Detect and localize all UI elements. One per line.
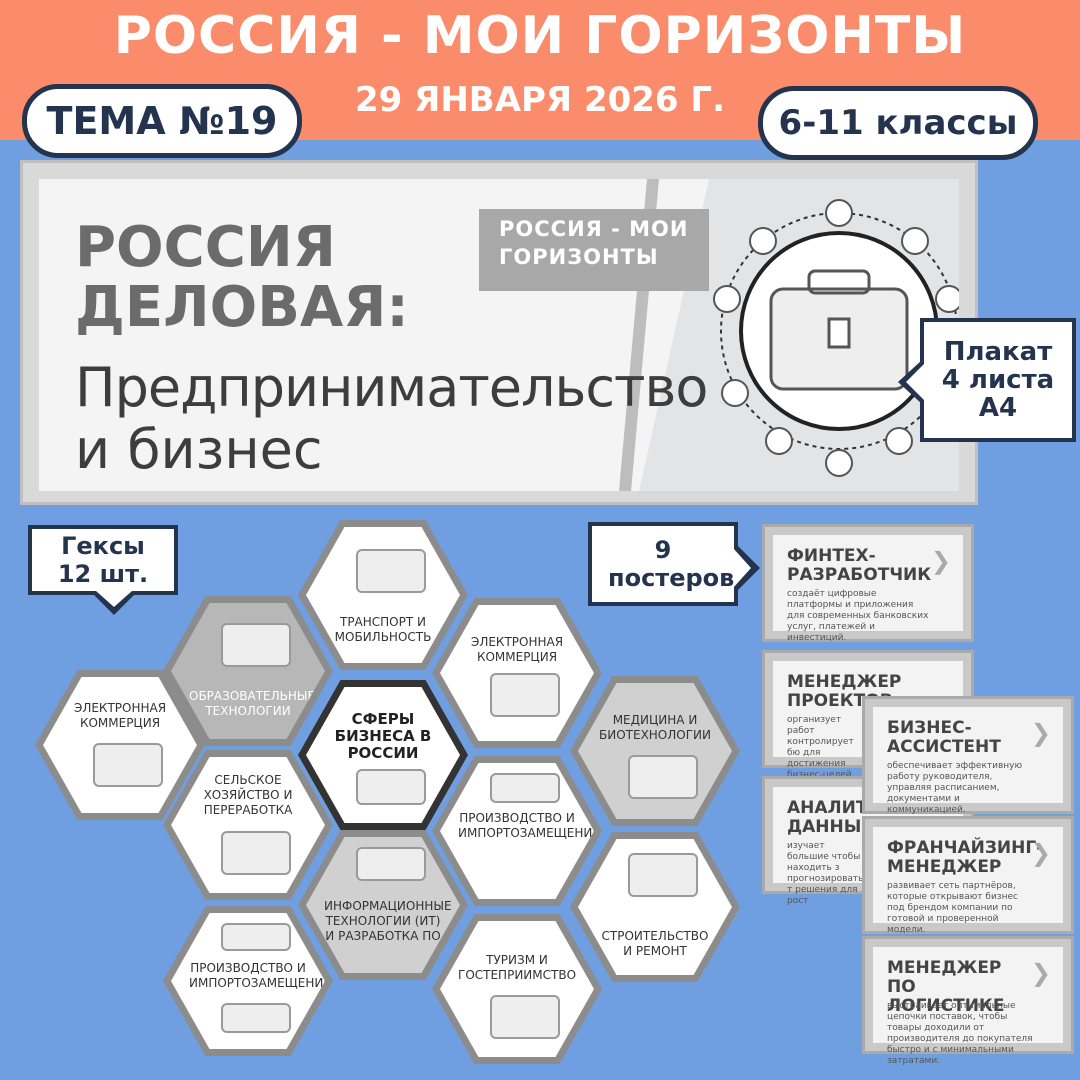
poster-preview: РОССИЯ - МОИ ГОРИЗОНТЫ РОССИЯ ДЕЛОВАЯ: П… bbox=[20, 160, 978, 505]
hex-medicine: МЕДИЦИНА И БИОТЕХНОЛОГИИ bbox=[570, 676, 740, 826]
hex-ecommerce-1: ЭЛЕКТРОННАЯ КОММЕРЦИЯ bbox=[432, 598, 602, 748]
banner-tag: РОССИЯ - МОИ ГОРИЗОНТЫ bbox=[479, 209, 709, 291]
banner-heading-1: РОССИЯ bbox=[75, 215, 336, 280]
banner-subheading-1: Предпринимательство bbox=[75, 356, 708, 419]
posters-label: 9 постеров bbox=[588, 522, 760, 606]
event-date: 29 ЯНВАРЯ 2026 Г. bbox=[355, 80, 725, 120]
hex-transport: ТРАНСПОРТ И МОБИЛЬНОСТЬ bbox=[298, 520, 468, 670]
theme-badge: ТЕМА №19 bbox=[22, 84, 302, 158]
hex-it: ИНФОРМАЦИОННЫЕ ТЕХНОЛОГИИ (ИТ) И РАЗРАБО… bbox=[298, 830, 468, 980]
plakat-label: Плакат 4 листа А4 bbox=[898, 318, 1076, 442]
grades-badge: 6-11 классы bbox=[758, 86, 1038, 160]
hex-production-2: ПРОИЗВОДСТВО И ИМПОРТОЗАМЕЩЕНИЕ bbox=[163, 906, 333, 1056]
hex-agriculture: СЕЛЬСКОЕ ХОЗЯЙСТВО И ПЕРЕРАБОТКА bbox=[163, 750, 333, 900]
banner-subheading-2: и бизнес bbox=[75, 418, 323, 481]
banner-heading-2: ДЕЛОВАЯ: bbox=[75, 275, 409, 340]
hex-construction: СТРОИТЕЛЬСТВО И РЕМОНТ bbox=[570, 832, 740, 982]
hexes-label: Гексы 12 шт. bbox=[28, 525, 178, 615]
hex-production-1: ПРОИЗВОДСТВО И ИМПОРТОЗАМЕЩЕНИЕ bbox=[432, 756, 602, 906]
page-title: РОССИЯ - МОИ ГОРИЗОНТЫ bbox=[113, 6, 967, 66]
hex-center: СФЕРЫ БИЗНЕСА В РОССИИ bbox=[298, 680, 468, 830]
hex-tourism: ТУРИЗМ И ГОСТЕПРИИМСТВО bbox=[432, 914, 602, 1064]
